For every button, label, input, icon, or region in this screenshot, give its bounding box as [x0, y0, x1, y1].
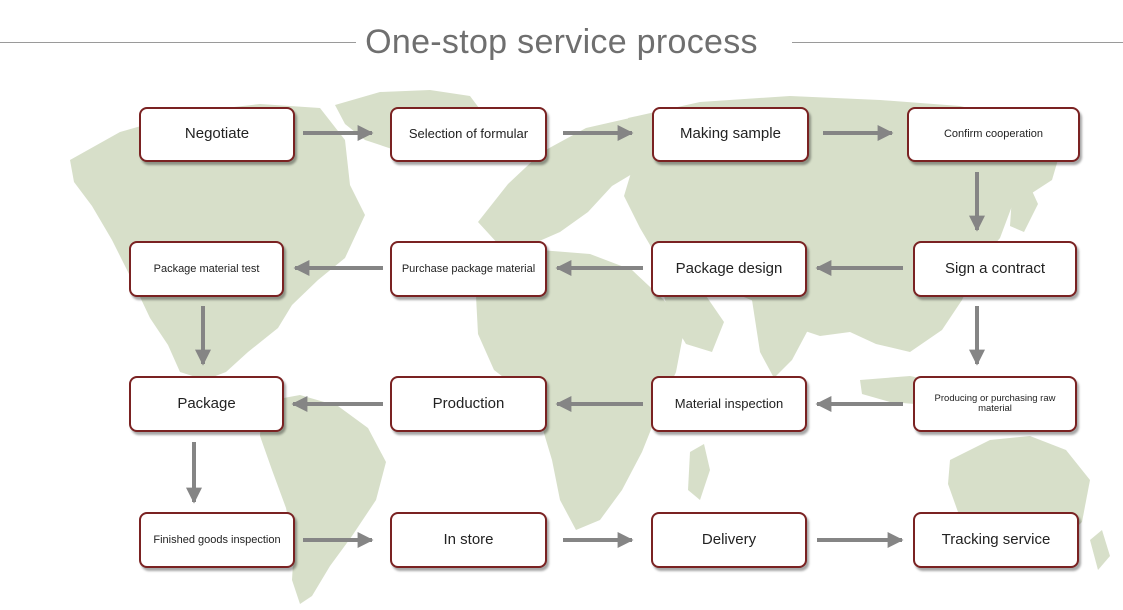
step-finished-goods-inspection: Finished goods inspection — [139, 512, 295, 568]
step-label: Production — [432, 394, 505, 412]
step-label: Delivery — [701, 530, 757, 548]
step-purchase-package-material: Purchase package material — [390, 241, 547, 297]
step-label: Package — [177, 394, 236, 412]
step-label: Material inspection — [674, 395, 784, 411]
step-sign-a-contract: Sign a contract — [913, 241, 1077, 297]
step-label: Negotiate — [184, 125, 250, 143]
step-package-material-test: Package material test — [129, 241, 284, 297]
diagram-title: One-stop service process — [365, 23, 758, 61]
step-negotiate: Negotiate — [139, 107, 295, 162]
title-rule-right — [792, 42, 1123, 43]
step-package-design: Package design — [651, 241, 807, 297]
step-label: Producing or purchasing raw material — [934, 392, 1056, 414]
step-material-inspection: Material inspection — [651, 376, 807, 432]
step-selection-of-formular: Selection of formular — [390, 107, 547, 162]
step-package: Package — [129, 376, 284, 432]
step-label: Tracking service — [941, 530, 1051, 548]
step-label: Finished goods inspection — [153, 533, 281, 546]
step-production: Production — [390, 376, 547, 432]
step-tracking-service: Tracking service — [913, 512, 1079, 568]
step-label: Sign a contract — [944, 259, 1046, 277]
step-label: Package design — [675, 259, 783, 277]
step-in-store: In store — [390, 512, 547, 568]
step-label: Selection of formular — [408, 126, 529, 142]
step-label: Confirm cooperation — [943, 128, 1044, 141]
step-label: Purchase package material — [401, 262, 536, 275]
step-producing-or-purchasing-raw-material: Producing or purchasing raw material — [913, 376, 1077, 432]
step-confirm-cooperation: Confirm cooperation — [907, 107, 1080, 162]
step-label: In store — [443, 530, 494, 548]
step-label: Package material test — [153, 262, 260, 275]
step-delivery: Delivery — [651, 512, 807, 568]
step-label: Making sample — [680, 125, 781, 143]
step-making-sample: Making sample — [652, 107, 809, 162]
title-rule-left — [0, 42, 356, 43]
